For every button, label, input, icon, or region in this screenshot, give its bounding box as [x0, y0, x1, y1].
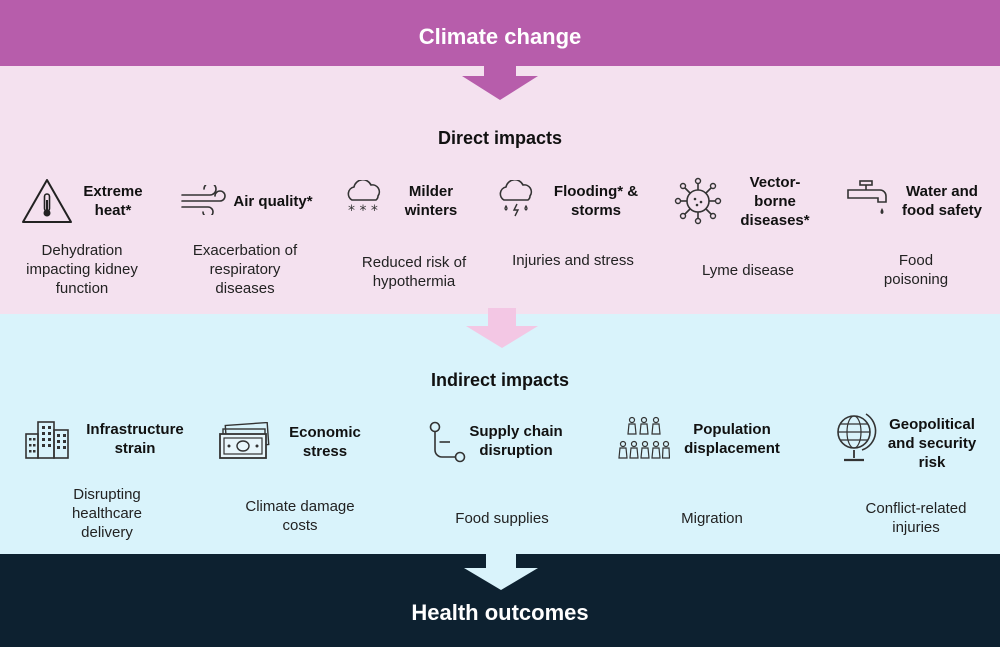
climate-change-banner: Climate change	[0, 0, 1000, 66]
item-description: Exacerbation of respiratory diseases	[192, 242, 298, 297]
snow-cloud-icon: * * *	[347, 180, 381, 218]
indirect-impacts-section: Indirect impacts	[0, 314, 1000, 554]
item-description: Food supplies	[455, 510, 549, 527]
health-outcomes-banner: Health outcomes	[0, 554, 1000, 647]
item-label: Economic stress	[289, 424, 361, 460]
people-group-icon	[618, 416, 670, 459]
item-label: Vector-borne diseases*	[740, 174, 810, 229]
supply-chain-icon	[429, 421, 466, 463]
item-label: Milder winters	[404, 183, 458, 219]
wind-icon	[181, 185, 226, 215]
virus-icon	[674, 177, 722, 225]
item-label: Water and food safety	[901, 183, 982, 219]
arrow-down-icon	[466, 308, 538, 348]
item-label: Geopolitical and security risk	[887, 416, 977, 471]
item-description: Migration	[681, 510, 743, 527]
item-description: Dehydration impacting kidney function	[26, 242, 138, 297]
item-label: Air quality*	[233, 193, 313, 210]
faucet-icon	[847, 180, 887, 214]
item-description: Food poisoning	[883, 252, 949, 288]
item-description: Lyme disease	[702, 262, 794, 279]
climate-change-title: Climate change	[418, 24, 582, 49]
item-label: Flooding* & storms	[553, 183, 639, 219]
item-description: Reduced risk of hypothermia	[361, 254, 467, 290]
svg-text:* * *: * * *	[348, 203, 378, 218]
thermometer-warning-icon	[22, 179, 72, 223]
item-label: Extreme heat*	[83, 183, 143, 219]
item-description: Injuries and stress	[512, 252, 634, 269]
indirect-impacts-title: Indirect impacts	[430, 370, 570, 390]
direct-impacts-section: Direct impacts	[0, 66, 1000, 314]
item-description: Climate damage costs	[245, 498, 355, 534]
rain-storm-cloud-icon	[499, 180, 533, 217]
arrow-down-icon	[462, 62, 538, 100]
direct-impacts-title: Direct impacts	[437, 128, 563, 148]
arrow-down-icon	[464, 550, 538, 590]
item-description: Conflict-related injuries	[865, 500, 967, 536]
health-outcomes-title: Health outcomes	[411, 600, 589, 625]
globe-icon	[837, 413, 877, 462]
item-label: Supply chain disruption	[469, 423, 563, 459]
buildings-icon	[25, 421, 69, 459]
banknotes-icon	[219, 422, 270, 459]
item-description: Disrupting healthcare delivery	[71, 486, 143, 541]
item-label: Population displacement	[684, 421, 780, 457]
item-label: Infrastructure strain	[86, 421, 184, 457]
